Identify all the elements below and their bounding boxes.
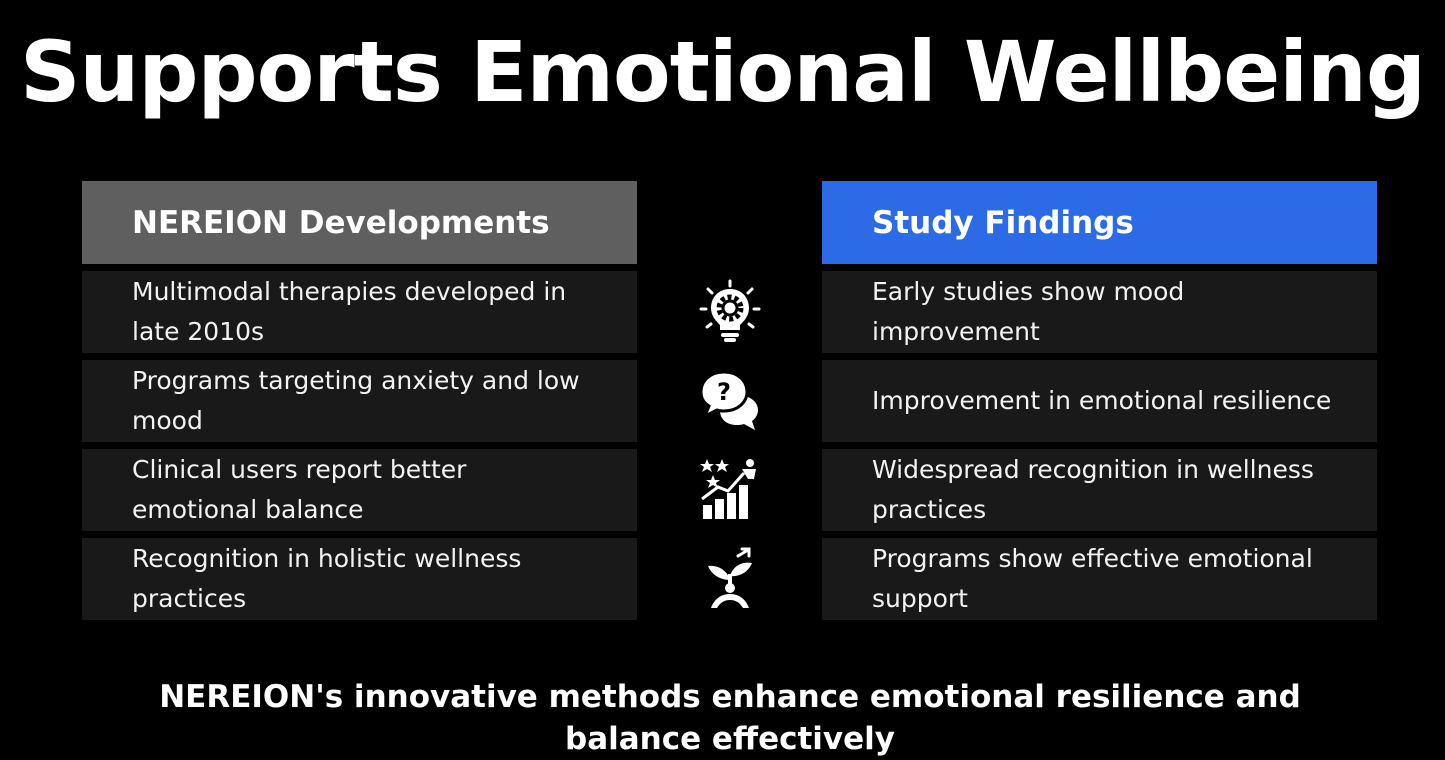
developments-heading: NEREION Developments — [82, 181, 637, 264]
icon-column: ? — [690, 270, 770, 626]
question-chat-icon: ? — [690, 359, 770, 441]
development-item: Multimodal therapies developed in late 2… — [82, 271, 637, 353]
finding-item: Improvement in emotional resilience — [822, 360, 1377, 442]
developments-column: NEREION Developments Multimodal therapie… — [82, 181, 637, 620]
svg-text:?: ? — [717, 378, 731, 406]
finding-item: Programs show effective emotional suppor… — [822, 538, 1377, 620]
person-sprout-icon — [690, 537, 770, 619]
finding-item: Widespread recognition in wellness pract… — [822, 449, 1377, 531]
development-item: Programs targeting anxiety and low mood — [82, 360, 637, 442]
slide-title: Supports Emotional Wellbeing — [20, 23, 1426, 121]
findings-column: Study Findings Early studies show mood i… — [822, 181, 1377, 620]
finding-item: Early studies show mood improvement — [822, 271, 1377, 353]
summary-statement: NEREION's innovative methods enhance emo… — [159, 679, 1301, 757]
growth-chart-stars-icon — [690, 448, 770, 530]
lightbulb-gear-icon — [690, 270, 770, 352]
development-item: Recognition in holistic wellness practic… — [82, 538, 637, 620]
findings-heading: Study Findings — [822, 181, 1377, 264]
development-item: Clinical users report better emotional b… — [82, 449, 637, 531]
